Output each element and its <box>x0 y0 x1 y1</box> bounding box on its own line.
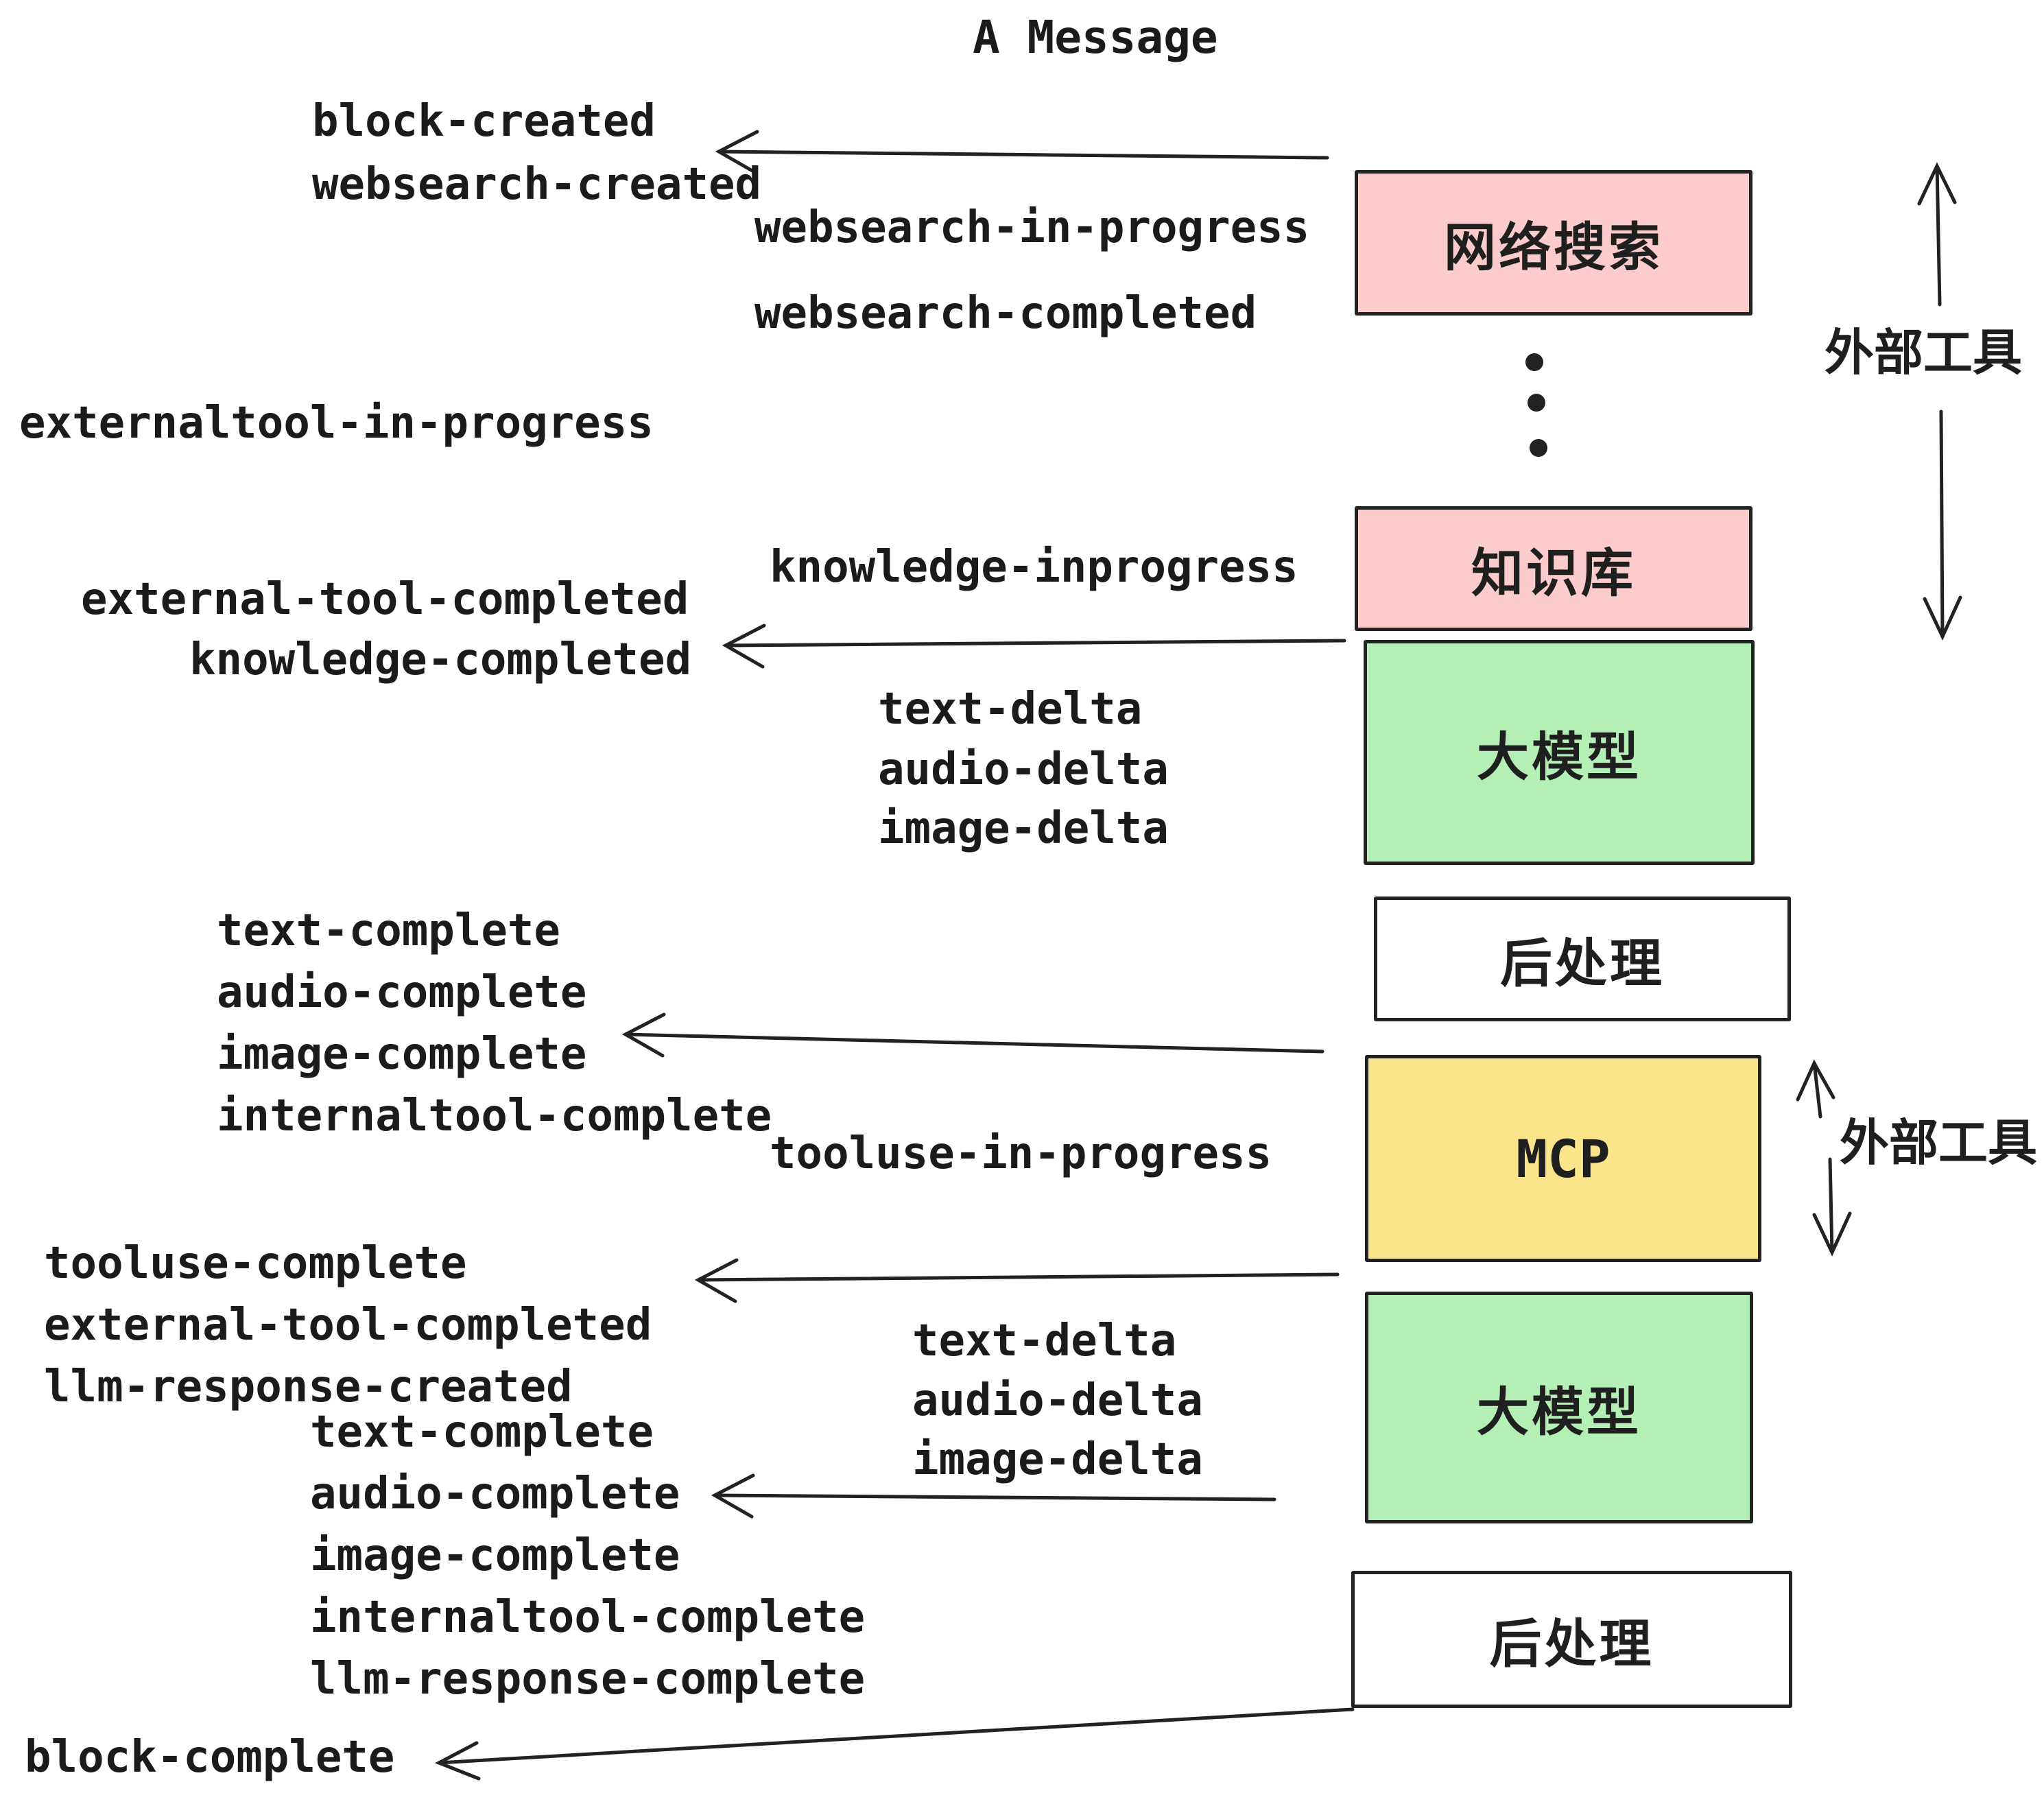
arrow-tooluse-complete <box>694 1258 1340 1303</box>
node-llm-1-label: 大模型 <box>1477 726 1641 787</box>
event-image-delta-2: image-delta <box>912 1434 1203 1485</box>
ellipsis-dots <box>1525 353 1547 457</box>
arrow-knowledge-completed <box>722 624 1346 669</box>
node-mcp-label: MCP <box>1516 1128 1611 1189</box>
event-tooluse-in-progress: tooluse-in-progress <box>770 1128 1272 1179</box>
event-externaltool-in-progress: externaltool-in-progress <box>19 398 654 449</box>
event-text-delta-2: text-delta <box>912 1316 1177 1366</box>
event-text-complete-1: text-complete <box>217 905 560 956</box>
event-audio-delta-2: audio-delta <box>912 1375 1203 1426</box>
event-websearch-created: websearch-created <box>312 159 762 210</box>
event-external-tool-completed-2: external-tool-completed <box>44 1300 652 1351</box>
node-postprocess-1: 后处理 <box>1374 897 1791 1021</box>
external-tools-label-top: 外部工具 <box>1825 324 2023 381</box>
arrow-internaltool-complete <box>621 1012 1324 1058</box>
diagram-title: A Message <box>973 11 1218 64</box>
event-audio-complete-2: audio-complete <box>310 1469 680 1519</box>
event-tooluse-complete: tooluse-complete <box>44 1238 467 1289</box>
event-internaltool-complete-1: internaltool-complete <box>217 1091 772 1141</box>
event-knowledge-inprogress: knowledge-inprogress <box>770 542 1298 593</box>
node-llm-1: 大模型 <box>1364 640 1755 865</box>
arrow-block-complete <box>435 1707 1355 1781</box>
event-internaltool-complete-2: internaltool-complete <box>310 1592 866 1643</box>
node-postprocess-2: 后处理 <box>1351 1571 1792 1708</box>
event-image-complete-2: image-complete <box>310 1530 680 1581</box>
event-image-delta-1: image-delta <box>878 803 1169 854</box>
event-text-complete-2: text-complete <box>310 1407 654 1458</box>
node-mcp: MCP <box>1365 1055 1761 1262</box>
event-image-complete-1: image-complete <box>217 1029 587 1080</box>
event-audio-complete-1: audio-complete <box>217 967 587 1018</box>
event-llm-response-created: llm-response-created <box>44 1362 573 1412</box>
node-postprocess-2-label: 后处理 <box>1489 1613 1654 1674</box>
event-audio-delta-1: audio-delta <box>878 744 1169 795</box>
node-websearch: 网络搜索 <box>1355 170 1752 316</box>
double-arrow-external-tools-top <box>1917 162 1962 641</box>
node-llm-2-label: 大模型 <box>1477 1381 1641 1443</box>
event-text-delta-1: text-delta <box>878 684 1143 735</box>
node-llm-2: 大模型 <box>1365 1292 1753 1523</box>
node-knowledge: 知识库 <box>1355 506 1752 631</box>
external-tools-label-bottom: 外部工具 <box>1840 1114 2038 1172</box>
event-llm-response-complete: llm-response-complete <box>310 1654 866 1705</box>
event-websearch-completed: websearch-completed <box>754 288 1257 339</box>
event-knowledge-completed: knowledge-completed <box>189 634 692 685</box>
event-websearch-in-progress: websearch-in-progress <box>754 202 1310 253</box>
node-knowledge-label: 知识库 <box>1471 543 1636 604</box>
node-postprocess-1-label: 后处理 <box>1500 933 1665 994</box>
event-block-created: block-created <box>312 96 656 147</box>
event-block-complete: block-complete <box>25 1732 395 1783</box>
node-websearch-label: 网络搜索 <box>1444 217 1663 278</box>
arrow-websearch-created <box>715 130 1329 175</box>
event-external-tool-completed: external-tool-completed <box>81 574 689 625</box>
